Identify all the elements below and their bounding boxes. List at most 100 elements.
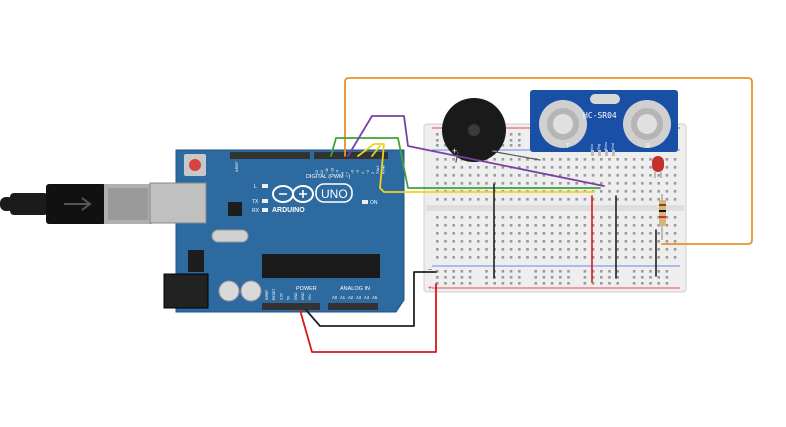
breadboard-hole[interactable] [649,182,652,185]
resistor[interactable] [659,194,666,240]
breadboard-hole[interactable] [583,256,587,259]
sensor-pin[interactable] [591,150,594,156]
breadboard-hole[interactable] [673,182,677,185]
breadboard-hole[interactable] [575,198,578,201]
breadboard-hole[interactable] [460,182,464,185]
breadboard-hole[interactable] [550,232,554,235]
breadboard-hole[interactable] [559,198,562,201]
power-rail-hole[interactable] [657,282,660,285]
breadboard-hole[interactable] [673,240,677,243]
breadboard-hole[interactable] [591,256,595,259]
power-rail-hole[interactable] [550,270,554,273]
breadboard-hole[interactable] [526,174,529,177]
breadboard-hole[interactable] [575,158,578,161]
breadboard-hole[interactable] [641,198,644,201]
power-rail-hole[interactable] [608,276,611,279]
breadboard-hole[interactable] [444,256,447,259]
breadboard-hole[interactable] [485,174,488,177]
breadboard-hole[interactable] [616,166,619,169]
breadboard-hole[interactable] [559,182,562,185]
power-rail-hole[interactable] [632,282,636,285]
breadboard-hole[interactable] [518,158,521,161]
breadboard-hole[interactable] [559,224,562,227]
power-rail-hole[interactable] [509,133,513,136]
breadboard-hole[interactable] [444,182,447,185]
breadboard-hole[interactable] [591,174,595,177]
breadboard-hole[interactable] [534,166,537,169]
breadboard-hole[interactable] [452,166,455,169]
power-rail-hole[interactable] [534,276,537,279]
power-rail-hole[interactable] [616,282,619,285]
power-rail-hole[interactable] [649,276,652,279]
breadboard-hole[interactable] [608,240,611,243]
breadboard-hole[interactable] [550,166,554,169]
breadboard-hole[interactable] [526,198,529,201]
breadboard-hole[interactable] [452,216,455,219]
power-rail-hole[interactable] [534,270,537,273]
breadboard-hole[interactable] [501,248,505,251]
breadboard-hole[interactable] [649,190,652,193]
breadboard-hole[interactable] [665,256,669,259]
wire-red[interactable] [299,283,437,353]
breadboard-hole[interactable] [468,182,472,185]
breadboard-hole[interactable] [468,232,472,235]
power-rail-hole[interactable] [501,144,505,147]
breadboard-hole[interactable] [616,240,619,243]
breadboard-hole[interactable] [616,224,619,227]
breadboard-hole[interactable] [526,158,529,161]
wire-purple[interactable] [347,115,605,187]
breadboard-hole[interactable] [509,232,513,235]
breadboard-hole[interactable] [542,240,546,243]
breadboard-hole[interactable] [477,182,480,185]
power-rail-hole[interactable] [632,270,636,273]
breadboard-hole[interactable] [477,248,480,251]
breadboard-hole[interactable] [526,240,529,243]
power-rail-hole[interactable] [641,282,644,285]
breadboard-hole[interactable] [665,232,669,235]
breadboard-hole[interactable] [452,256,455,259]
breadboard-hole[interactable] [526,216,529,219]
power-rail-hole[interactable] [591,270,595,273]
breadboard-hole[interactable] [468,256,472,259]
power-rail-hole[interactable] [534,282,537,285]
power-rail-hole[interactable] [665,270,669,273]
breadboard-hole[interactable] [452,248,455,251]
breadboard-hole[interactable] [436,232,439,235]
breadboard-hole[interactable] [534,224,537,227]
breadboard-hole[interactable] [591,240,595,243]
breadboard-hole[interactable] [673,232,677,235]
breadboard-hole[interactable] [550,216,554,219]
breadboard-hole[interactable] [534,174,537,177]
breadboard-hole[interactable] [460,240,464,243]
power-rail-hole[interactable] [518,270,521,273]
breadboard-hole[interactable] [632,158,636,161]
power-rail-hole[interactable] [509,144,513,147]
power-rail-hole[interactable] [591,276,595,279]
breadboard-hole[interactable] [436,248,439,251]
breadboard-hole[interactable] [624,190,628,193]
breadboard-hole[interactable] [477,198,480,201]
power-rail-hole[interactable] [468,270,472,273]
breadboard-hole[interactable] [460,216,464,219]
breadboard-hole[interactable] [591,158,595,161]
breadboard-hole[interactable] [591,198,595,201]
power-rail-hole[interactable] [460,276,464,279]
breadboard-hole[interactable] [526,224,529,227]
breadboard-hole[interactable] [583,248,587,251]
breadboard-hole[interactable] [493,174,496,177]
breadboard-hole[interactable] [509,224,513,227]
breadboard-hole[interactable] [509,248,513,251]
breadboard-hole[interactable] [542,232,546,235]
breadboard-hole[interactable] [436,216,439,219]
breadboard-hole[interactable] [518,224,521,227]
wire-black[interactable] [305,271,437,327]
breadboard-hole[interactable] [583,240,587,243]
breadboard-hole[interactable] [460,174,464,177]
breadboard-hole[interactable] [600,182,603,185]
breadboard-hole[interactable] [624,174,628,177]
breadboard-hole[interactable] [616,198,619,201]
breadboard-hole[interactable] [616,216,619,219]
power-rail-hole[interactable] [518,133,521,136]
breadboard-hole[interactable] [665,182,669,185]
breadboard-hole[interactable] [485,216,488,219]
